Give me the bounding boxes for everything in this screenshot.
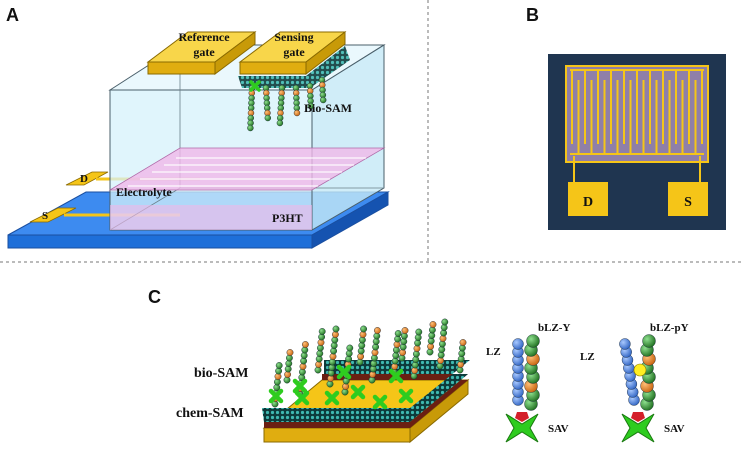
sensing-gate-label-line2: gate	[283, 45, 305, 59]
chem-sam-label: chem-SAM	[176, 406, 244, 421]
electrolyte-label: Electrolyte	[116, 185, 172, 199]
panel-a-letter: A	[6, 5, 19, 25]
substrate-front	[7, 234, 313, 249]
source-label-a: S	[42, 210, 48, 222]
drain-label-b: D	[583, 195, 593, 210]
sensing-gate-label-line1: Sensing	[274, 30, 313, 44]
panel-a: A Reference gate	[6, 5, 390, 249]
panel-b: B D S	[526, 5, 726, 230]
drain-label-a: D	[80, 173, 88, 185]
bio-sam-mesh-c	[262, 360, 470, 422]
bio-sam-strands-a	[247, 76, 327, 132]
lz-label-2: LZ	[580, 351, 595, 363]
reference-gate-label-line2: gate	[193, 45, 215, 59]
lz-label-1: LZ	[486, 346, 501, 358]
panel-c: C bio-SAM chem-SAM LZ bLZ-Y SAV LZ bLZ-p…	[148, 287, 689, 444]
sav-label-1: SAV	[548, 423, 569, 435]
blz-py-complex	[619, 334, 656, 443]
interdigitated-electrodes	[570, 69, 704, 155]
blz-py-label: bLZ-pY	[650, 322, 689, 334]
blz-y-label: bLZ-Y	[538, 322, 570, 334]
sav-label-2: SAV	[664, 423, 685, 435]
panel-c-letter: C	[148, 287, 161, 307]
bio-sam-label-a: Bio-SAM	[304, 101, 352, 115]
reference-gate-label-line1: Reference	[178, 30, 230, 44]
blz-y-complex	[505, 334, 540, 443]
drain-pad	[568, 182, 608, 216]
substrate-side	[311, 191, 389, 249]
panel-b-letter: B	[526, 5, 539, 25]
bio-sam-label-c: bio-SAM	[194, 366, 248, 381]
source-label-b: S	[684, 195, 692, 210]
p3ht-label: P3HT	[272, 211, 303, 225]
bio-sam-strands-c	[268, 318, 467, 410]
source-pad	[668, 182, 708, 216]
